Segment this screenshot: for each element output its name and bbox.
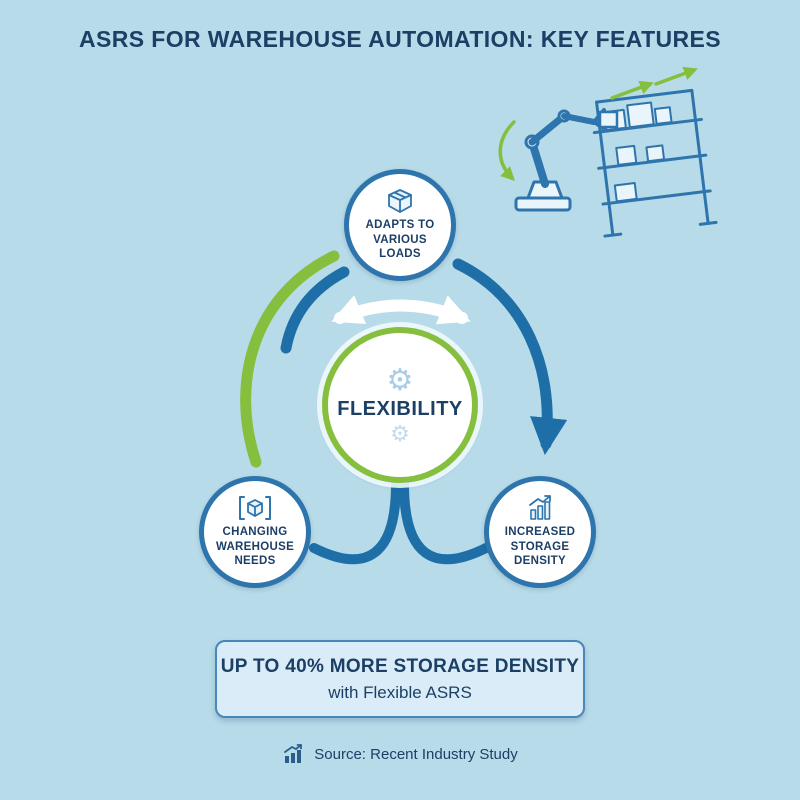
feature-node-adapts-loads: ADAPTS TO VARIOUS LOADS: [344, 169, 456, 281]
source-text: Source: Recent Industry Study: [314, 745, 518, 763]
cube-scan-icon: [239, 496, 271, 521]
highlight-banner: UP TO 40% MORE STORAGE DENSITY with Flex…: [215, 640, 585, 718]
feature-node-storage-density: INCREASED STORAGE DENSITY: [484, 476, 596, 588]
package-icon: [388, 189, 412, 214]
flow-arrow-icon: [610, 80, 654, 100]
hub-circle-flexibility: ⚙ FLEXIBILITY ⚙: [322, 327, 478, 483]
growth-chart-icon: [284, 744, 303, 763]
rotation-arrow-icon: [498, 120, 516, 181]
banner-headline: UP TO 40% MORE STORAGE DENSITY: [220, 655, 580, 677]
feature-node-label: CHANGING WAREHOUSE NEEDS: [215, 526, 295, 568]
robot-arm-illustration: [498, 66, 718, 238]
bar-chart-icon: [529, 495, 551, 521]
gear-icon: ⚙: [386, 363, 414, 397]
feature-node-label: ADAPTS TO VARIOUS LOADS: [365, 219, 435, 261]
banner-subline: with Flexible ASRS: [328, 682, 472, 702]
feature-node-label: INCREASED STORAGE DENSITY: [504, 526, 576, 568]
hub-label: FLEXIBILITY: [337, 397, 463, 420]
flow-arrow-icon: [654, 66, 698, 86]
connector-arcs: [240, 250, 568, 565]
feature-node-changing-needs: CHANGING WAREHOUSE NEEDS: [199, 476, 311, 588]
double-arrow-icon: [331, 295, 471, 325]
gear-outline-icon: ⚙: [390, 420, 410, 446]
page-title: ASRS FOR WAREHOUSE AUTOMATION: KEY FEATU…: [78, 26, 722, 52]
source-note: Source: Recent Industry Study: [0, 744, 800, 764]
